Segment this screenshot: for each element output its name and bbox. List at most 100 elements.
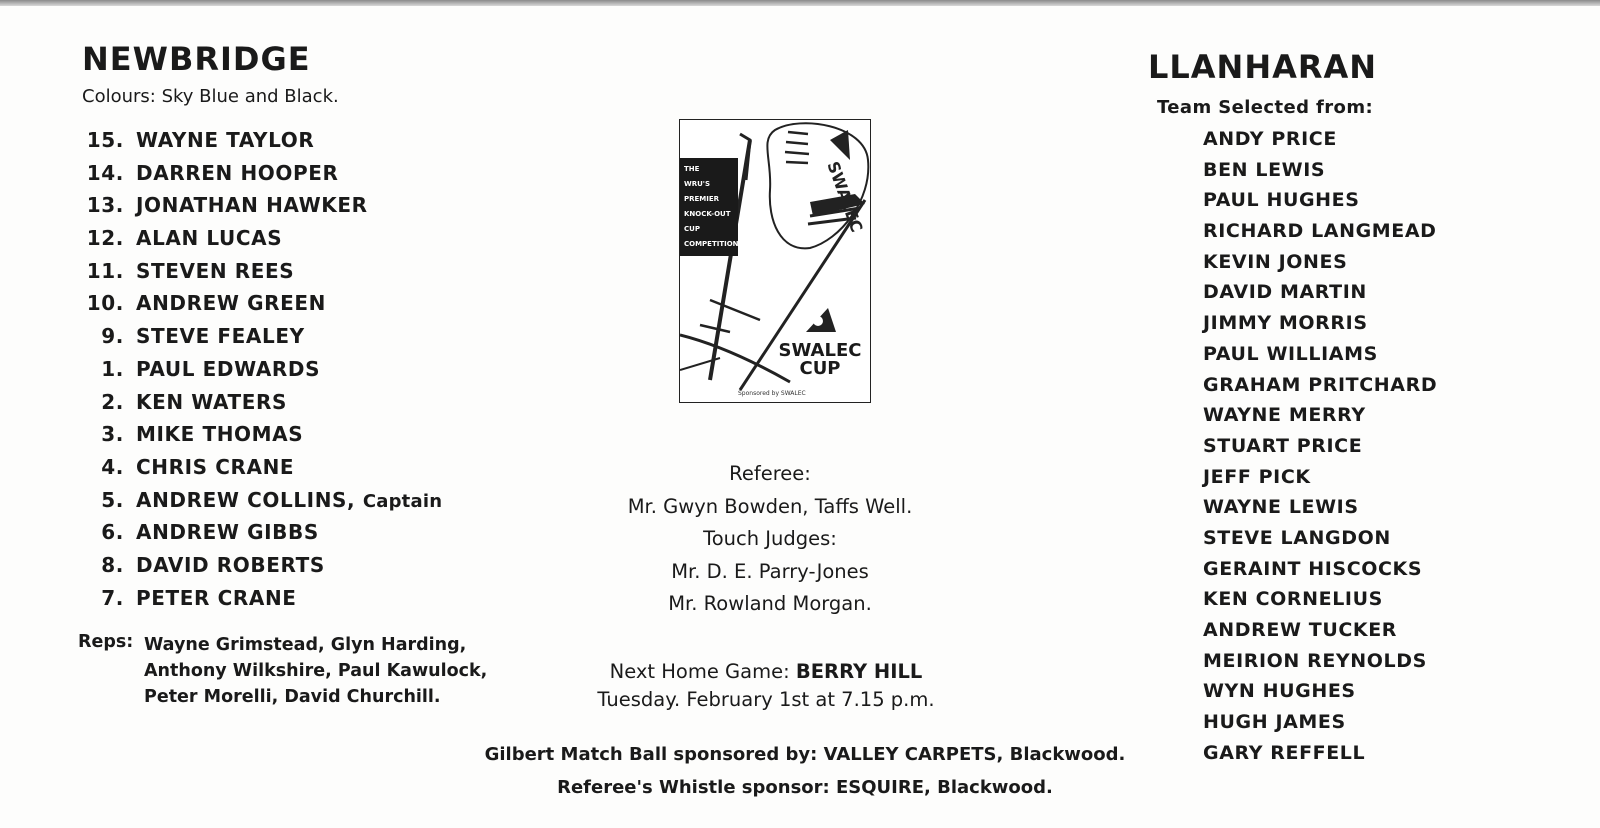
away-player-row: GRAHAM PRITCHARD bbox=[1203, 373, 1438, 396]
box-line: WRU'S bbox=[684, 180, 710, 188]
player-number: 6. bbox=[101, 520, 124, 545]
player-name: ANDREW COLLINS, bbox=[136, 487, 356, 512]
ball-sponsor: Gilbert Match Ball sponsored by: VALLEY … bbox=[484, 744, 1126, 765]
player-name: WAYNE TAYLOR bbox=[136, 128, 315, 152]
player-number: 4. bbox=[101, 454, 124, 479]
home-team-colours: Colours: Sky Blue and Black. bbox=[82, 86, 339, 107]
home-team-name: NEWBRIDGE bbox=[82, 40, 311, 78]
reps-line: Peter Morelli, David Churchill. bbox=[144, 687, 441, 707]
away-team-list: ANDY PRICE BEN LEWIS PAUL HUGHES RICHARD… bbox=[1203, 128, 1437, 772]
home-player-row: 9. STEVE FEALEY bbox=[80, 324, 442, 357]
box-line: PREMIER bbox=[684, 195, 720, 203]
player-number: 14. bbox=[86, 160, 124, 185]
next-game-label: Next Home Game: bbox=[609, 660, 790, 683]
reps-line: Anthony Wilkshire, Paul Kawulock, bbox=[144, 661, 488, 681]
away-player-row: KEN CORNELIUS bbox=[1203, 588, 1383, 611]
away-player-row: GERAINT HISCOCKS bbox=[1203, 557, 1423, 580]
referee-label: Referee: bbox=[729, 462, 811, 485]
player-number: 13. bbox=[86, 193, 124, 218]
player-name: ALAN LUCAS bbox=[136, 226, 283, 251]
home-player-row: 13. JONATHAN HAWKER bbox=[80, 193, 442, 226]
home-player-row: 10.ANDREW GREEN bbox=[80, 291, 442, 324]
away-team-selected-label: Team Selected from: bbox=[1157, 97, 1374, 118]
box-line: CUP bbox=[684, 225, 700, 233]
player-name: PETER CRANE bbox=[136, 585, 297, 610]
logo-line: CUP bbox=[799, 358, 841, 379]
home-player-row: 1. PAUL EDWARDS bbox=[80, 357, 442, 390]
box-line: KNOCK-OUT bbox=[684, 210, 731, 218]
away-player-row: STEVE LANGDON bbox=[1203, 526, 1391, 549]
away-player-row: PAUL HUGHES bbox=[1203, 189, 1360, 212]
player-number: 15. bbox=[86, 128, 124, 152]
player-name: CHRIS CRANE bbox=[136, 454, 295, 479]
away-player-row: PAUL WILLIAMS bbox=[1203, 342, 1378, 365]
player-number: 11. bbox=[86, 258, 124, 283]
player-number: 9. bbox=[101, 324, 124, 349]
reps-label: Reps: bbox=[78, 632, 134, 652]
home-player-row: 11.STEVEN REES bbox=[80, 259, 442, 292]
captain-note: Captain bbox=[362, 490, 443, 512]
player-name: DARREN HOOPER bbox=[136, 160, 339, 185]
next-home-game: Next Home Game: BERRY HILL Tuesday. Febr… bbox=[566, 658, 966, 714]
match-sponsors: Gilbert Match Ball sponsored by: VALLEY … bbox=[380, 738, 1230, 804]
touch-judge-2: Mr. Rowland Morgan. bbox=[668, 592, 872, 615]
away-team-name: LLANHARAN bbox=[1148, 48, 1378, 86]
player-number: 12. bbox=[86, 226, 124, 251]
away-player-row: WYN HUGHES bbox=[1203, 680, 1356, 703]
home-player-row: 2. KEN WATERS bbox=[80, 390, 442, 423]
player-name: KEN WATERS bbox=[136, 389, 288, 414]
player-name: JONATHAN HAWKER bbox=[136, 193, 368, 218]
away-player-row: WAYNE MERRY bbox=[1203, 404, 1366, 427]
player-name: PAUL EDWARDS bbox=[136, 356, 321, 381]
player-number: 1. bbox=[101, 356, 124, 381]
reps-list: Wayne Grimstead, Glyn Harding, Anthony W… bbox=[144, 632, 487, 710]
competition-label-box: THE WRU'S PREMIER KNOCK-OUT CUP COMPETIT… bbox=[680, 158, 739, 256]
away-player-row: RICHARD LANGMEAD bbox=[1203, 220, 1437, 243]
whistle-sponsor: Referee's Whistle sponsor: ESQUIRE, Blac… bbox=[557, 777, 1053, 798]
poster-sponsor-line: Sponsored by SWALEC bbox=[738, 390, 806, 397]
player-name: MIKE THOMAS bbox=[136, 422, 304, 447]
rugby-ball-illustration: SWALEC bbox=[680, 122, 870, 391]
away-player-row: DAVID MARTIN bbox=[1203, 281, 1367, 304]
player-name: STEVE FEALEY bbox=[136, 324, 305, 349]
reps-line: Wayne Grimstead, Glyn Harding, bbox=[144, 635, 467, 655]
player-name: DAVID ROBERTS bbox=[136, 552, 325, 577]
home-player-row: 14. DARREN HOOPER bbox=[80, 161, 442, 194]
player-number: 2. bbox=[101, 389, 124, 414]
match-officials: Referee: Mr. Gwyn Bowden, Taffs Well. To… bbox=[570, 458, 970, 621]
away-player-row: GARY REFFELL bbox=[1203, 741, 1366, 764]
player-number: 3. bbox=[101, 422, 124, 447]
home-player-row: 12. ALAN LUCAS bbox=[80, 226, 442, 259]
top-edge-line bbox=[0, 0, 1600, 6]
player-number: 10. bbox=[86, 291, 124, 316]
home-player-row: 4. CHRIS CRANE bbox=[80, 455, 442, 488]
away-player-row: ANDREW TUCKER bbox=[1203, 619, 1398, 641]
player-name: ANDREW GIBBS bbox=[136, 520, 319, 545]
away-player-row: JEFF PICK bbox=[1203, 465, 1311, 488]
away-player-row: WAYNE LEWIS bbox=[1203, 496, 1359, 519]
away-player-row: HUGH JAMES bbox=[1203, 711, 1346, 734]
away-player-row: BEN LEWIS bbox=[1203, 158, 1326, 181]
next-game-when: Tuesday. February 1st at 7.15 p.m. bbox=[597, 688, 935, 711]
referee-name: Mr. Gwyn Bowden, Taffs Well. bbox=[627, 494, 913, 518]
swalec-cup-poster: SWALEC THE WRU'S PREMIER KNOCK-OUT CUP C… bbox=[679, 119, 871, 403]
home-team-list: 15. WAYNE TAYLOR 14. DARREN HOOPER 13. JONA… bbox=[80, 128, 442, 618]
away-player-row: KEVIN JONES bbox=[1203, 250, 1348, 273]
home-player-row: 6. ANDREW GIBBS bbox=[80, 520, 442, 553]
box-line: COMPETITION bbox=[684, 240, 739, 248]
player-number: 8. bbox=[101, 552, 124, 577]
home-player-row: 8. DAVID ROBERTS bbox=[80, 553, 442, 586]
home-player-row: 5.ANDREW COLLINS, Captain bbox=[80, 488, 442, 521]
away-player-row: STUART PRICE bbox=[1203, 434, 1363, 457]
swalec-cup-logo: SWALEC CUP bbox=[772, 342, 868, 378]
next-game-opponent: BERRY HILL bbox=[795, 660, 923, 683]
player-number: 7. bbox=[101, 585, 124, 610]
box-line: THE bbox=[684, 165, 700, 173]
touch-judges-label: Touch Judges: bbox=[703, 527, 837, 550]
home-player-row: 15. WAYNE TAYLOR bbox=[80, 128, 442, 161]
away-player-row: ANDY PRICE bbox=[1203, 128, 1337, 150]
touch-judge-1: Mr. D. E. Parry-Jones bbox=[671, 559, 869, 583]
away-player-row: JIMMY MORRIS bbox=[1203, 312, 1368, 335]
home-player-row: 3. MIKE THOMAS bbox=[80, 422, 442, 455]
logo-line: SWALEC bbox=[778, 340, 862, 361]
